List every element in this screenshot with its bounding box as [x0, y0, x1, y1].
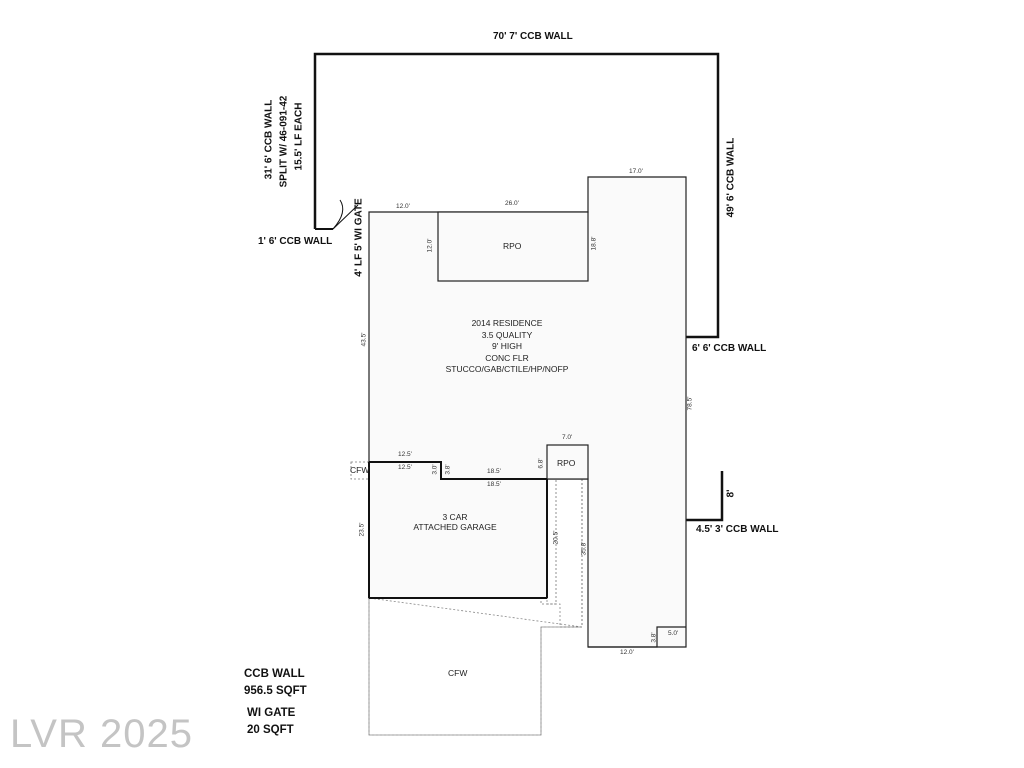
- right-upper-wall-label: 49' 6' CCB WALL: [725, 137, 737, 218]
- dim-step-b: 3.8': [444, 464, 452, 475]
- dim-left-side: 43.5': [360, 332, 368, 347]
- dim-top-left: 12.0': [396, 203, 410, 210]
- dim-garage-top-a: 12.5': [398, 451, 412, 458]
- right-lower-wall-label: 4.5' 3' CCB WALL: [696, 524, 779, 535]
- gate-summary-title: WI GATE: [247, 707, 296, 719]
- cfw-driveway-inner-edge: [540, 480, 557, 605]
- ccb-wall-outline: [313, 52, 720, 339]
- residence-line-5: STUCCO/GAB/CTILE/HP/NOFP: [445, 364, 569, 374]
- dim-rpo-depth-left: 12.0': [426, 238, 434, 253]
- dim-garage-top-b: 12.5': [398, 464, 412, 471]
- residence-line-3: 9' HIGH: [492, 341, 522, 351]
- bottom-notch: [588, 626, 686, 648]
- garage-label: 3 CAR ATTACHED GARAGE: [405, 512, 505, 532]
- top-wall-label: 70' 7' CCB WALL: [493, 31, 573, 42]
- ccb-summary-area: 956.5 SQFT: [244, 685, 307, 697]
- gate-label: 4' LF 5' WI GATE: [353, 198, 365, 277]
- dim-garage-mid-a: 18.5': [487, 468, 501, 475]
- left-short-wall-label: 1' 6' CCB WALL: [258, 236, 333, 247]
- ccb-summary-title: CCB WALL: [244, 668, 305, 680]
- right-lower-vertical-label: 8': [725, 489, 737, 498]
- dim-garage-inner: 20.5': [552, 530, 560, 545]
- summary-block: CCB WALL 956.5 SQFT: [244, 666, 307, 700]
- residence-line-4: CONC FLR: [485, 352, 529, 363]
- rpo-small-label: RPO: [557, 458, 576, 468]
- cfw-side-box: [350, 461, 370, 480]
- rpo-top-label: RPO: [503, 241, 522, 251]
- gate-summary-block: WI GATE 20 SQFT: [247, 705, 295, 739]
- garage-line-1: 3 CAR: [442, 512, 468, 522]
- dim-step-a: 3.0': [431, 464, 439, 475]
- dim-bottom-right: 5.0': [668, 630, 679, 637]
- residence-line-2: 3.5 QUALITY: [481, 329, 533, 340]
- dim-wing-inner: 35.8': [580, 541, 588, 556]
- garage-divider: [369, 461, 547, 480]
- dim-bottom: 12.0': [620, 649, 634, 656]
- dim-small-rpo-side: 6.8': [537, 458, 545, 469]
- rpo-small-room: [546, 444, 589, 480]
- dim-rpo-depth-right: 18.8': [590, 236, 598, 251]
- residence-label: 2014 RESIDENCE 3.5 QUALITY 9' HIGH CONC …: [440, 318, 574, 376]
- gate-summary-area: 20 SQFT: [247, 724, 294, 736]
- dim-right-side: 78.5': [686, 396, 694, 411]
- watermark-logo: LVR 2025: [10, 712, 193, 756]
- dim-rpo-width: 26.0': [505, 200, 519, 207]
- cfw-drive-label: CFW: [448, 668, 468, 678]
- left-split-label-3: 15.5' LF EACH: [293, 102, 305, 171]
- right-mid-wall-label: 6' 6' CCB WALL: [692, 343, 767, 354]
- left-split-label-1: 31' 6' CCB WALL: [263, 99, 275, 180]
- dim-bottom-step: 3.8': [650, 632, 658, 643]
- left-split-label-2: SPLIT W/ 46-091-42: [278, 95, 290, 188]
- rpo-top-room: [437, 211, 589, 282]
- dim-small-rpo-top: 7.0': [562, 434, 573, 441]
- garage-line-2: ATTACHED GARAGE: [413, 522, 497, 532]
- residence-line-1: 2014 RESIDENCE: [471, 318, 543, 328]
- gate-leaf: [332, 204, 359, 230]
- dim-garage-left: 23.5': [358, 522, 366, 537]
- ccb-wall-lower-right: [686, 471, 724, 522]
- dim-garage-mid-b: 18.5': [487, 481, 501, 488]
- dim-right-block-top: 17.0': [629, 168, 643, 175]
- cfw-side-label: CFW: [350, 465, 370, 475]
